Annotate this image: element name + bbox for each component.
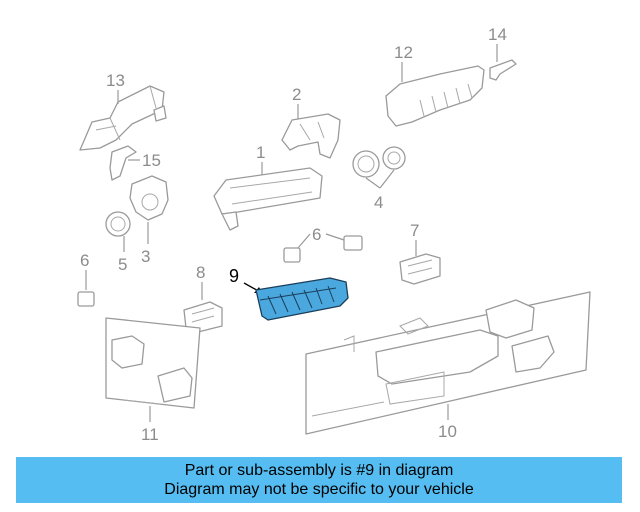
callout-5: 5 (118, 255, 127, 274)
part-4-round-vents[interactable] (352, 146, 406, 178)
callout-2: 2 (292, 85, 301, 104)
callout-11: 11 (141, 425, 159, 444)
part-5-round-vent[interactable] (105, 211, 131, 237)
part-10-instrument-panel[interactable] (305, 291, 591, 435)
leader-6-center-a (297, 233, 311, 249)
leader-6-center-b (325, 233, 345, 241)
part-3-side-vent-housing[interactable] (129, 175, 169, 221)
part-13-duct[interactable] (79, 85, 167, 151)
callout-9: 9 (229, 266, 239, 286)
callout-10: 10 (438, 422, 457, 441)
part-11-subassembly[interactable] (105, 317, 201, 409)
part-2-bracket[interactable] (281, 113, 341, 159)
callout-13: 13 (106, 71, 125, 90)
callout-3: 3 (141, 247, 150, 266)
callout-15: 15 (142, 151, 161, 170)
part-6-clip-left[interactable] (77, 291, 95, 307)
part-6-clips-center[interactable] (283, 235, 363, 263)
callout-14: 14 (488, 25, 507, 44)
callout-6-center: 6 (312, 225, 321, 244)
callout-8: 8 (196, 263, 205, 282)
part-15-clip[interactable] (109, 145, 137, 181)
part-1-center-vent[interactable] (213, 167, 323, 231)
part-9-center-vent-highlighted[interactable] (255, 277, 349, 321)
leader-4a (365, 177, 381, 189)
caption-line-2: Diagram may not be specific to your vehi… (164, 481, 474, 498)
callout-12: 12 (394, 43, 413, 62)
part-14-clip[interactable] (489, 59, 517, 81)
caption-line-1: Part or sub-assembly is #9 in diagram (184, 462, 454, 479)
callout-4: 4 (374, 193, 383, 212)
callout-1: 1 (256, 143, 265, 162)
parts-diagram: 13 15 3 5 6 2 1 12 14 (77, 25, 591, 444)
callout-6-left: 6 (80, 251, 89, 270)
info-banner: Part or sub-assembly is #9 in diagram Di… (16, 457, 622, 503)
callout-7: 7 (410, 221, 419, 240)
part-12-defroster-nozzle[interactable] (385, 65, 485, 127)
leader-4b (379, 169, 395, 189)
part-7-side-vent[interactable] (399, 253, 441, 285)
